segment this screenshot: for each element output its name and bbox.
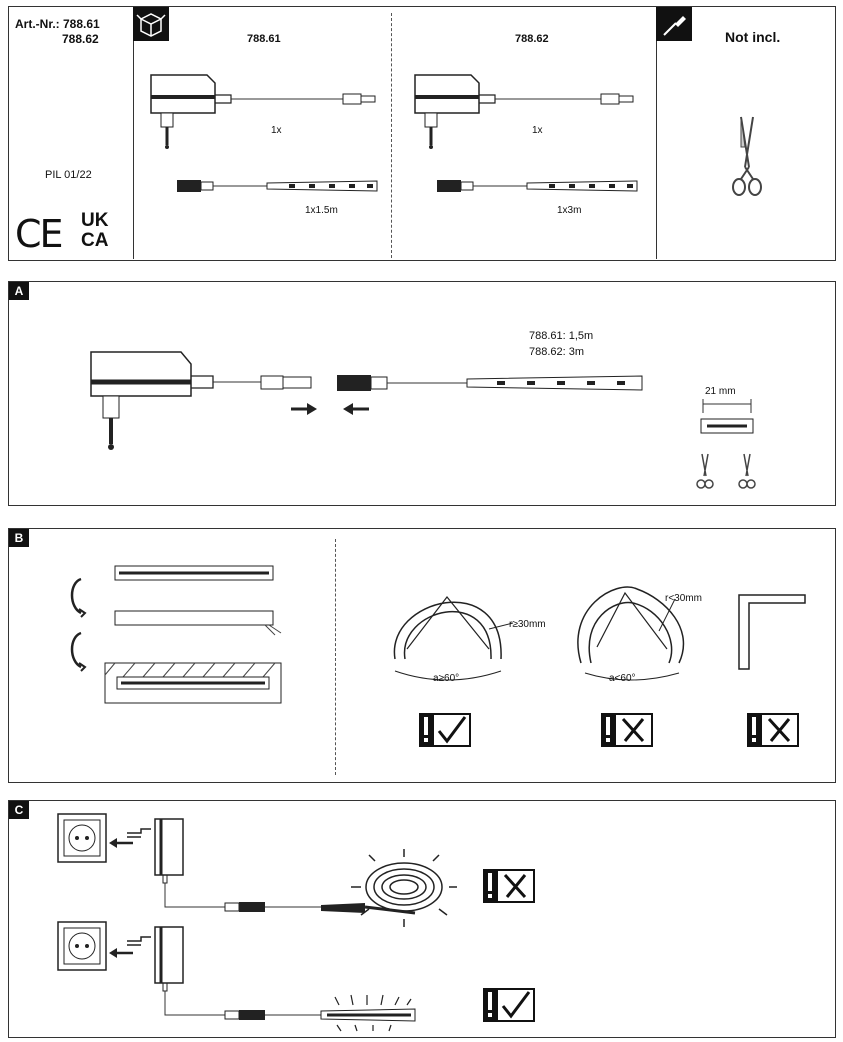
- scissors-icon: [738, 453, 756, 489]
- dashed-divider: [391, 13, 392, 258]
- section-c-badge: C: [9, 801, 29, 819]
- section-b-panel: B r≥30mm a≥60°: [8, 528, 836, 783]
- scissors-icon: [732, 116, 762, 196]
- cross-icon: [747, 713, 799, 747]
- section-a-panel: A 788.61: 1,5m 788.62: 3m 21 mm: [8, 281, 836, 506]
- led-strip: [337, 375, 643, 391]
- power-adapter: [127, 818, 416, 915]
- bend-bad-diagram: [577, 586, 685, 681]
- contents-panel: Art.-Nr.: 788.61 788.62 788.61 788.62 No…: [8, 6, 836, 261]
- column-divider: [133, 41, 134, 259]
- power-adapter: [90, 351, 312, 450]
- cross-icon: [601, 713, 653, 747]
- power-adapter: [414, 74, 634, 149]
- cross-icon: [483, 869, 535, 903]
- ukca-mark-top: UK: [81, 210, 109, 231]
- length-label-b: 788.62: 3m: [529, 346, 585, 358]
- section-c-panel: C: [8, 800, 836, 1038]
- cut-segment-diagram: [700, 399, 754, 434]
- column-divider: [656, 41, 657, 259]
- radius-ok-label: r≥30mm: [509, 619, 546, 630]
- right-angle-diagram: [738, 594, 806, 670]
- not-included-label: Not incl.: [725, 29, 781, 45]
- led-strip-back: [114, 610, 282, 636]
- quantity-strip-b: 1x3m: [557, 205, 582, 216]
- article-number-second: 788.62: [62, 32, 99, 46]
- arrow-right-icon: [291, 403, 317, 415]
- scissors-icon: [696, 453, 714, 489]
- model-label-b: 788.62: [515, 33, 549, 45]
- quantity-adapter-b: 1x: [532, 125, 543, 136]
- check-icon: [419, 713, 471, 747]
- screwdriver-icon: [656, 7, 692, 41]
- quantity-adapter-a: 1x: [271, 125, 282, 136]
- arrow-left-icon: [109, 948, 133, 958]
- power-adapter: [127, 926, 416, 1032]
- radius-bad-label: r<30mm: [665, 593, 702, 604]
- power-adapter: [150, 74, 376, 149]
- rotate-icon: [70, 631, 87, 672]
- angle-bad-label: a<60°: [609, 673, 636, 684]
- rotate-icon: [70, 577, 87, 618]
- dashed-divider: [335, 539, 336, 775]
- led-strip: [177, 180, 378, 192]
- mounting-surface: [104, 662, 282, 704]
- quantity-strip-a: 1x1.5m: [305, 205, 338, 216]
- led-coil-overheat: [351, 849, 457, 927]
- model-label-a: 788.61: [247, 33, 281, 45]
- length-label-a: 788.61: 1,5m: [529, 330, 594, 342]
- check-icon: [483, 988, 535, 1022]
- section-a-badge: A: [9, 282, 29, 300]
- pil-label: PIL 01/22: [45, 169, 92, 181]
- bend-ok-diagram: [393, 596, 514, 681]
- package-icon: [133, 7, 169, 41]
- led-strip-front: [114, 565, 274, 581]
- ce-mark: CE: [15, 212, 64, 256]
- article-number-label: Art.-Nr.: 788.61: [15, 17, 100, 31]
- wall-socket-icon: [57, 921, 107, 971]
- angle-ok-label: a≥60°: [433, 673, 460, 684]
- cut-width-label: 21 mm: [705, 386, 736, 397]
- led-strip: [437, 180, 638, 192]
- section-b-badge: B: [9, 529, 29, 547]
- arrow-left-icon: [109, 838, 133, 848]
- wall-socket-icon: [57, 813, 107, 863]
- ukca-mark-bottom: CA: [81, 230, 109, 251]
- arrow-left-icon: [343, 403, 369, 415]
